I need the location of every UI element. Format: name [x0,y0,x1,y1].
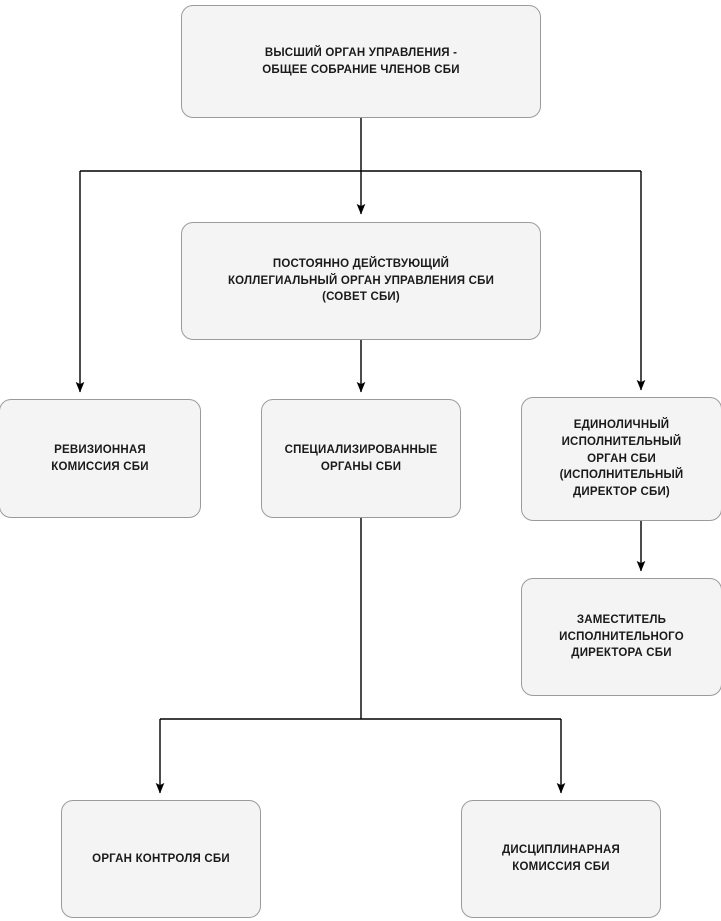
node-specialized-bodies[interactable]: СПЕЦИАЛИЗИРОВАННЫЕ ОРГАНЫ СБИ [261,399,461,518]
node-disciplinary-commission[interactable]: ДИСЦИПЛИНАРНАЯ КОМИССИЯ СБИ [461,800,661,918]
node-executive-body[interactable]: ЕДИНОЛИЧНЫЙ ИСПОЛНИТЕЛЬНЫЙ ОРГАН СБИ (ИС… [521,397,721,521]
node-disciplinary-commission-label: ДИСЦИПЛИНАРНАЯ КОМИССИЯ СБИ [502,844,620,873]
node-executive-body-label: ЕДИНОЛИЧНЫЙ ИСПОЛНИТЕЛЬНЫЙ ОРГАН СБИ (ИС… [559,419,684,498]
node-general-meeting-label: ВЫСШИЙ ОРГАН УПРАВЛЕНИЯ - ОБЩЕЕ СОБРАНИЕ… [262,46,460,76]
node-control-body-label: ОРГАН КОНТРОЛЯ СБИ [92,852,230,865]
node-council[interactable]: ПОСТОЯННО ДЕЙСТВУЮЩИЙ КОЛЛЕГИАЛЬНЫЙ ОРГА… [181,222,541,340]
node-deputy-director[interactable]: ЗАМЕСТИТЕЛЬ ИСПОЛНИТЕЛЬНОГО ДИРЕКТОРА СБ… [521,578,721,696]
node-specialized-bodies-label: СПЕЦИАЛИЗИРОВАННЫЕ ОРГАНЫ СБИ [284,443,438,473]
node-general-meeting[interactable]: ВЫСШИЙ ОРГАН УПРАВЛЕНИЯ - ОБЩЕЕ СОБРАНИЕ… [181,5,541,118]
node-deputy-director-label: ЗАМЕСТИТЕЛЬ ИСПОЛНИТЕЛЬНОГО ДИРЕКТОРА СБ… [559,613,684,660]
edge-specialized-bodies-trunk [160,518,561,720]
node-council-label: ПОСТОЯННО ДЕЙСТВУЮЩИЙ КОЛЛЕГИАЛЬНЫЙ ОРГА… [227,257,495,304]
node-audit-commission-label: РЕВИЗИОННАЯ КОМИССИЯ СБИ [51,443,149,473]
node-control-body[interactable]: ОРГАН КОНТРОЛЯ СБИ [61,800,261,918]
node-audit-commission[interactable]: РЕВИЗИОННАЯ КОМИССИЯ СБИ [0,399,201,518]
